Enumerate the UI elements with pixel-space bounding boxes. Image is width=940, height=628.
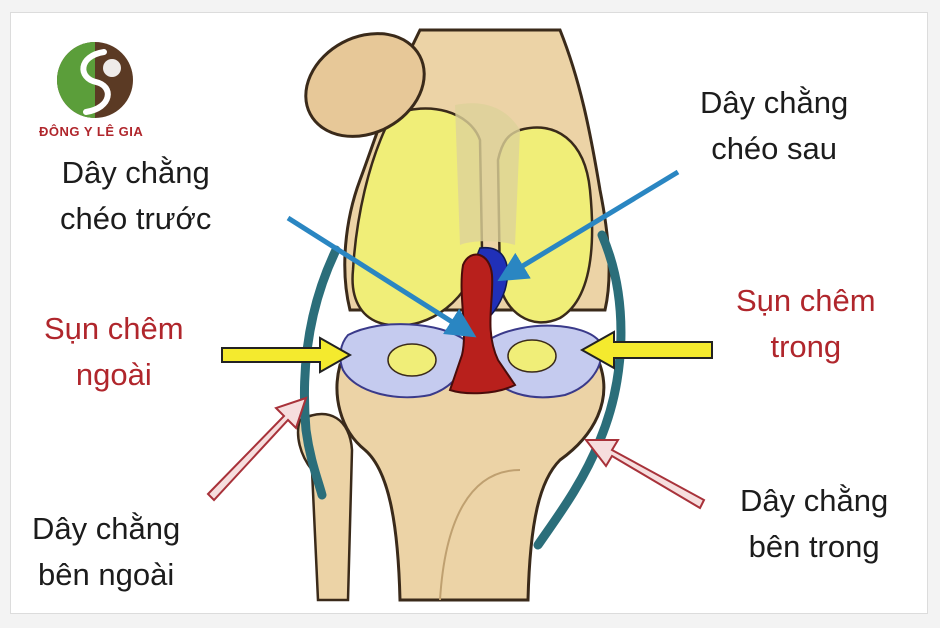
lcl-label-line1: Dây chằng bbox=[32, 511, 181, 546]
mcl-pointer-arrow bbox=[583, 439, 706, 510]
medial-meniscus-label-line2: trong bbox=[770, 329, 842, 364]
pcl-label-line2: chéo sau bbox=[711, 131, 838, 166]
pcl-label-line1: Dây chằng bbox=[700, 85, 849, 120]
medial-meniscus-label-line1: Sụn chêm bbox=[736, 283, 876, 318]
mcl-label-line1: Dây chằng bbox=[740, 483, 889, 518]
acl-pointer-arrow bbox=[286, 215, 477, 338]
medial-meniscus-label: Sụn chêm trong bbox=[736, 278, 876, 370]
lateral-meniscus-label-line2: ngoài bbox=[75, 357, 152, 392]
pcl-label: Dây chằng chéo sau bbox=[700, 80, 848, 172]
leaf-s-logo-icon bbox=[57, 42, 133, 118]
medial-meniscus-pointer-arrow bbox=[579, 330, 713, 370]
lateral-meniscus-label: Sụn chêm ngoài bbox=[44, 306, 184, 398]
medial-collateral-ligament bbox=[533, 230, 626, 550]
mcl-label-line2: bên trong bbox=[748, 529, 880, 564]
acl-label-line1: Dây chằng bbox=[61, 155, 210, 190]
pcl-pointer-arrow bbox=[497, 169, 680, 282]
lcl-label: Dây chằng bên ngoài bbox=[32, 506, 180, 598]
lcl-pointer-arrow bbox=[206, 396, 308, 502]
tibia-bone bbox=[335, 363, 606, 602]
lcl-label-line2: bên ngoài bbox=[38, 557, 175, 592]
acl-label-line2: chéo trước bbox=[60, 201, 212, 236]
lateral-collateral-ligament bbox=[300, 245, 341, 500]
lateral-meniscus-label-line1: Sụn chêm bbox=[44, 311, 184, 346]
mcl-label: Dây chằng bên trong bbox=[740, 478, 888, 570]
lateral-meniscus-pointer-arrow bbox=[221, 336, 353, 374]
acl-label: Dây chằng chéo trước bbox=[60, 150, 211, 242]
brand-name: ĐÔNG Y LÊ GIA bbox=[39, 124, 144, 139]
patella-bone bbox=[304, 32, 426, 138]
